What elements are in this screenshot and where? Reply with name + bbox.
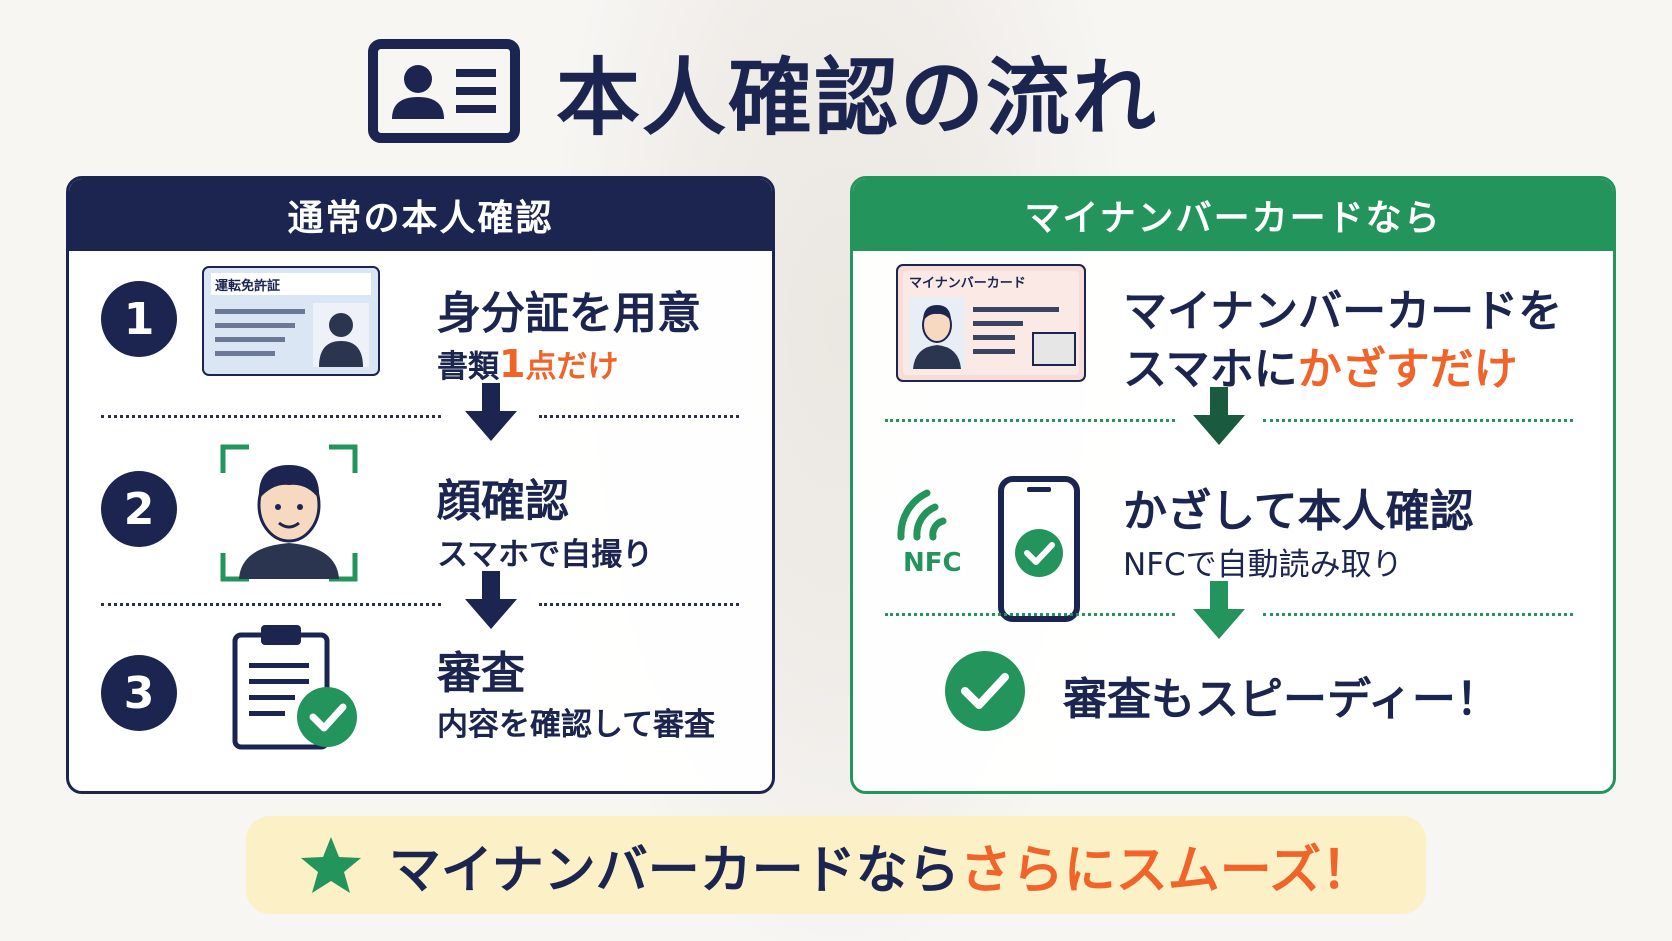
- page-title: 本人確認の流れ: [368, 36, 1158, 147]
- mynumber-verification-panel: マイナンバーカードなら マイナンバーカード マイナンバーカードを スマホにかざす…: [850, 176, 1616, 794]
- drivers-license-icon: 運転免許証: [202, 266, 380, 376]
- arrow-down-icon: [465, 383, 517, 441]
- step-number-2: 2: [101, 471, 177, 547]
- banner-text: マイナンバーカードならさらにスムーズ！: [388, 840, 1374, 901]
- arrow-down-icon: [1193, 387, 1245, 445]
- divider-right-1a: [885, 419, 1175, 422]
- nfc-signal-icon: NFC: [897, 489, 962, 575]
- bottom-banner: マイナンバーカードならさらにスムーズ！: [246, 816, 1426, 914]
- mynumber-card-label: マイナンバーカード: [909, 276, 1026, 291]
- step-3-sub: 内容を確認して審査: [437, 707, 716, 743]
- smartphone-check-icon: [998, 476, 1080, 622]
- check-circle-icon: [945, 651, 1025, 731]
- step-1-sub: 書類1点だけ: [437, 342, 619, 386]
- title-text: 本人確認の流れ: [556, 48, 1159, 147]
- star-icon: [300, 837, 361, 893]
- left-panel-header: 通常の本人確認: [69, 179, 772, 251]
- license-card-label: 運転免許証: [215, 278, 280, 294]
- divider-left-2a: [101, 603, 441, 606]
- step-1-title: 身分証を用意: [437, 288, 701, 339]
- divider-right-2a: [885, 613, 1175, 616]
- step-number-3: 3: [101, 655, 177, 731]
- arrow-down-icon: [465, 571, 517, 629]
- right-step-1-line2: スマホにかざすだけ: [1123, 344, 1518, 395]
- mynumber-card-icon: マイナンバーカード: [896, 264, 1086, 382]
- step-2-sub: スマホで自撮り: [437, 537, 654, 573]
- divider-left-1a: [101, 415, 441, 418]
- id-card-icon: [368, 39, 520, 143]
- right-step-2-sub: NFCで自動読み取り: [1123, 547, 1403, 583]
- right-panel-header: マイナンバーカードなら: [853, 179, 1613, 251]
- step-number-1: 1: [101, 281, 177, 357]
- divider-left-1b: [539, 415, 739, 418]
- arrow-down-icon: [1193, 581, 1245, 639]
- step-2-title: 顔確認: [437, 476, 569, 527]
- right-step-3-title: 審査もスピーディー！: [1063, 674, 1500, 725]
- step-3-title: 審査: [437, 648, 525, 699]
- divider-right-1b: [1263, 419, 1573, 422]
- standard-verification-panel: 通常の本人確認 1 運転免許証 身分証を用意 書類1点だけ 2 顔確認 スマ: [66, 176, 775, 794]
- clipboard-check-icon: [232, 625, 357, 750]
- nfc-label: NFC: [903, 548, 962, 575]
- divider-right-2b: [1263, 613, 1573, 616]
- face-scan-icon: [220, 444, 358, 582]
- divider-left-2b: [539, 603, 739, 606]
- right-step-2-title: かざして本人確認: [1123, 486, 1474, 537]
- right-step-1-line1: マイナンバーカードを: [1123, 286, 1563, 337]
